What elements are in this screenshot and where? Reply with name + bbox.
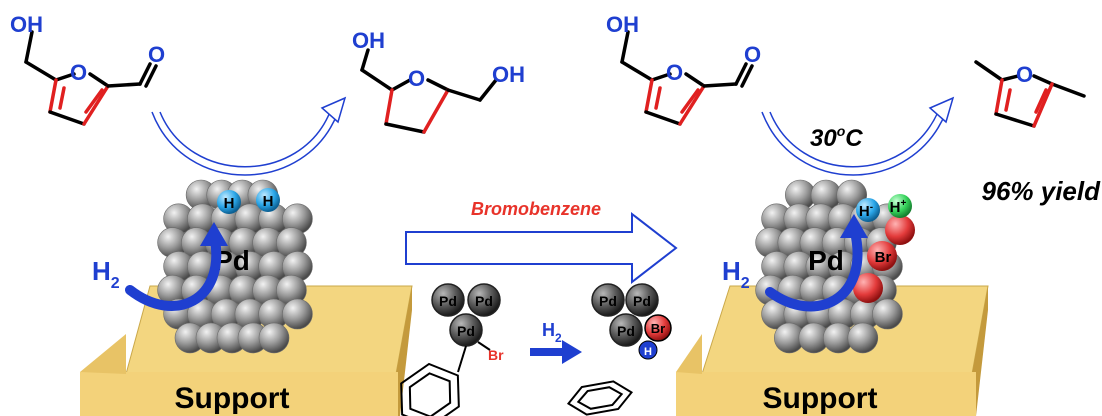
right-support-label: Support bbox=[763, 382, 878, 415]
left-pd-sphere bbox=[258, 322, 290, 354]
pd-atom-a bbox=[431, 283, 465, 317]
right-pd-sphere bbox=[847, 322, 879, 354]
reaction-arrow-left bbox=[151, 96, 347, 176]
dmf-molecule bbox=[974, 60, 1086, 128]
br-atom-center-label: Br bbox=[651, 321, 665, 336]
benzene-ring bbox=[566, 380, 634, 416]
dhmthf-oh-2: OH bbox=[492, 62, 525, 87]
h-atom-1-label: H bbox=[224, 195, 235, 212]
temperature-label: 30oC bbox=[810, 123, 863, 152]
br-atom-1 bbox=[885, 215, 915, 245]
h2-dissociation-arrow-left bbox=[125, 222, 228, 311]
h2-label-right: H2 bbox=[722, 256, 750, 292]
h-atom-2 bbox=[256, 188, 280, 212]
br-atom-2 bbox=[867, 241, 897, 271]
pd-atom-f bbox=[609, 313, 643, 347]
dhmthf-ring-o: O bbox=[408, 66, 425, 91]
dhmthf-molecule bbox=[360, 48, 498, 134]
h-atom-1 bbox=[217, 190, 241, 214]
h-atom-center-label: H bbox=[644, 346, 652, 358]
h-plus-label: H+ bbox=[890, 198, 907, 216]
bromine-label-center: Br bbox=[488, 347, 504, 363]
bromobenzene-label: Bromobenzene bbox=[471, 199, 601, 219]
bromobenzene-ring bbox=[400, 362, 460, 416]
dhmthf-oh-1: OH bbox=[352, 28, 385, 53]
br-atom-label: Br bbox=[875, 249, 892, 266]
hmf-molecule-right bbox=[620, 30, 754, 126]
h2-label-left: H2 bbox=[92, 256, 120, 292]
h-minus-label: H- bbox=[859, 202, 873, 220]
pd-atom-b-label: Pd bbox=[475, 293, 493, 309]
pd-atom-c-label: Pd bbox=[457, 323, 475, 339]
hmf-carbonyl-o-right: O bbox=[744, 42, 761, 67]
reaction-arrow-right bbox=[761, 96, 955, 176]
h-minus-atom bbox=[856, 198, 880, 222]
dmf-ring-o: O bbox=[1016, 62, 1033, 87]
h-plus-atom bbox=[888, 194, 912, 218]
h2-label-center: H2 bbox=[542, 320, 562, 345]
bromobenzene-modification-arrow bbox=[405, 211, 678, 285]
pd-atom-b bbox=[467, 283, 501, 317]
h2-arrow-center bbox=[530, 340, 582, 364]
left-pd-sphere bbox=[282, 298, 313, 330]
hmf-ring-o-right: O bbox=[666, 60, 683, 85]
pd-atom-f-label: Pd bbox=[617, 323, 635, 339]
hmf-carbonyl-o-left: O bbox=[148, 42, 165, 67]
pd-atom-d-label: Pd bbox=[599, 293, 617, 309]
right-adsorbates: Br H- H+ bbox=[853, 194, 915, 303]
hmf-molecule-left bbox=[24, 30, 158, 126]
pd-atom-a-label: Pd bbox=[439, 293, 457, 309]
h-atom-2-label: H bbox=[263, 193, 274, 210]
pd-atom-e-label: Pd bbox=[633, 293, 651, 309]
hmf-ring-o-left: O bbox=[70, 60, 87, 85]
h2-dissociation-arrow-right bbox=[765, 214, 868, 312]
pd-label-right: Pd bbox=[808, 245, 844, 276]
left-h-atoms: H H bbox=[217, 188, 280, 214]
pd3-br-h-product: Pd Pd Pd Br H bbox=[566, 283, 672, 416]
pd3-bromobenzene-adsorption: Pd Pd Pd Br bbox=[400, 283, 504, 416]
h-atom-center bbox=[638, 340, 658, 360]
left-support-label: Support bbox=[175, 382, 290, 415]
pd-atom-d bbox=[591, 283, 625, 317]
yield-label: 96% yield bbox=[981, 176, 1101, 206]
br-atom-3 bbox=[853, 273, 883, 303]
hmf-oh-left: OH bbox=[10, 12, 43, 37]
right-pd-sphere bbox=[872, 298, 903, 330]
hmf-oh-right: OH bbox=[606, 12, 639, 37]
br-atom-center bbox=[644, 314, 672, 342]
pd-atom-e bbox=[625, 283, 659, 317]
